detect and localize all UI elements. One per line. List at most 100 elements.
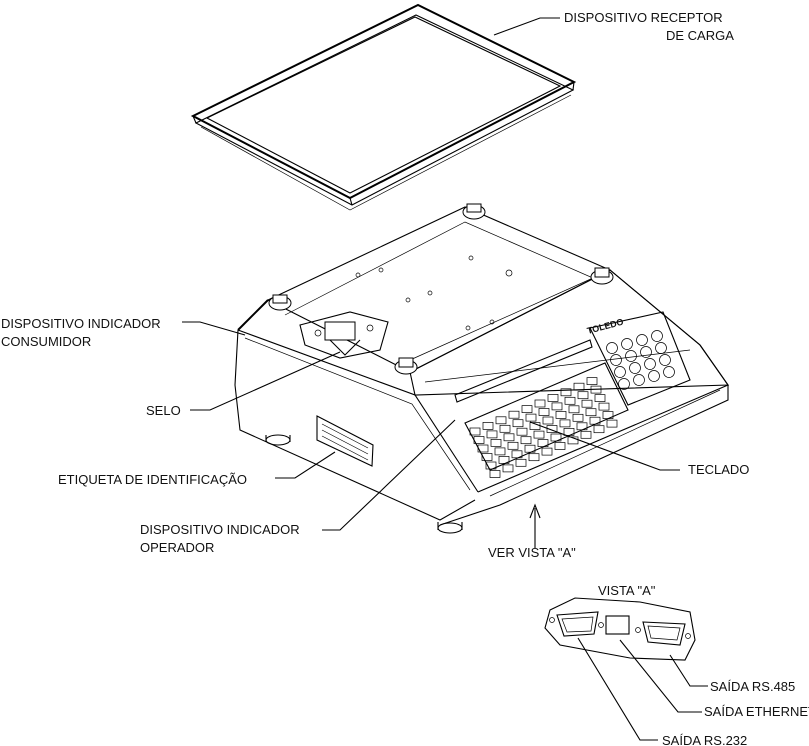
keyboard-key	[581, 399, 593, 408]
keyboard-key	[537, 439, 549, 447]
keypad-key	[648, 370, 660, 382]
keyboard-key	[477, 444, 489, 453]
keyboard-key	[494, 447, 506, 456]
keyboard-key	[521, 405, 533, 413]
keyboard-key	[516, 427, 528, 436]
keyboard-keys	[469, 377, 618, 478]
keyboard-key	[590, 385, 602, 394]
keyboard-key	[525, 413, 537, 422]
keyboard-key	[573, 382, 585, 391]
keyboard-key	[559, 419, 571, 428]
keyboard-key	[482, 422, 494, 430]
keyboard-key	[481, 453, 493, 461]
keypad-key	[633, 374, 645, 386]
label-ver-vista: VER VISTA "A"	[488, 545, 576, 560]
keyboard-key	[538, 408, 550, 416]
keyboard-key	[507, 441, 519, 450]
keyboard-key	[520, 436, 532, 445]
vista-a-panel	[544, 597, 696, 661]
keyboard-key	[564, 396, 576, 405]
keyboard-key	[489, 470, 501, 478]
label-vista-a: VISTA "A"	[598, 583, 656, 598]
front-panel: TOLEDO	[454, 311, 691, 478]
keyboard-key	[563, 428, 575, 436]
label-receptor-line1: DISPOSITIVO RECEPTOR	[564, 10, 723, 25]
label-operador-line2: OPERADOR	[140, 540, 214, 555]
keyboard-key	[554, 442, 566, 450]
keyboard-key	[490, 439, 502, 447]
keyboard-key	[534, 399, 546, 408]
keyboard-key	[498, 456, 510, 464]
keyboard-key	[560, 388, 572, 397]
keyboard-key	[524, 444, 536, 453]
keypad-key	[655, 342, 667, 354]
keyboard-key	[515, 458, 527, 467]
pan-supports	[268, 203, 614, 375]
seal-assembly	[299, 311, 389, 359]
keyboard-key	[593, 425, 605, 434]
keyboard-key	[473, 436, 485, 444]
keyboard-key	[503, 433, 515, 442]
keyboard-key	[528, 453, 540, 462]
keyboard-key	[567, 436, 579, 445]
label-consumidor-line2: CONSUMIDOR	[1, 334, 91, 349]
label-ethernet: SAÍDA ETHERNET	[704, 704, 809, 719]
keyboard-key	[547, 394, 559, 402]
keypad-key	[618, 378, 630, 390]
weigh-pan	[190, 3, 577, 211]
keyboard-key	[551, 402, 563, 411]
keyboard-key	[486, 430, 498, 439]
keyboard-key	[541, 447, 553, 456]
keyboard-key	[495, 416, 507, 425]
label-consumidor-line1: DISPOSITIVO INDICADOR	[1, 316, 161, 331]
keyboard-key	[511, 450, 523, 459]
keypad-key	[644, 358, 656, 370]
scale-body	[234, 206, 730, 534]
keypad-key	[610, 354, 622, 366]
keyboard-key	[586, 377, 598, 385]
keypad-key	[663, 366, 675, 378]
keyboard-key	[602, 411, 614, 419]
label-operador-line1: DISPOSITIVO INDICADOR	[140, 522, 300, 537]
keyboard-key	[594, 394, 606, 402]
keypad-key	[606, 342, 618, 354]
brand-logo: TOLEDO	[586, 317, 625, 336]
keypad-key	[651, 330, 663, 342]
keyboard-key	[508, 410, 520, 419]
keypad-key	[621, 338, 633, 350]
keypad-key	[629, 362, 641, 374]
label-etiqueta: ETIQUETA DE IDENTIFICAÇÃO	[58, 472, 247, 487]
keyboard-key	[485, 461, 497, 470]
keyboard-key	[502, 464, 514, 473]
identification-plate	[316, 415, 374, 467]
label-teclado: TECLADO	[688, 462, 749, 477]
keyboard-key	[546, 425, 558, 433]
keypad-key	[636, 334, 648, 346]
keyboard-key	[542, 416, 554, 425]
keypad-key	[614, 366, 626, 378]
numeric-keypad	[606, 330, 675, 390]
keyboard-key	[577, 391, 589, 400]
keyboard-key	[598, 402, 610, 411]
keypad-key	[640, 346, 652, 358]
keyboard-key	[589, 416, 601, 425]
callout-labels: DISPOSITIVO RECEPTOR DE CARGA DISPOSITIV…	[1, 10, 809, 746]
keyboard-key	[580, 430, 592, 439]
keyboard-key	[555, 411, 567, 419]
leader-lines	[182, 17, 708, 741]
keyboard-key	[568, 405, 580, 414]
keyboard-key	[512, 419, 524, 428]
keyboard-key	[533, 430, 545, 439]
keyboard-key	[606, 419, 618, 428]
keyboard-key	[499, 424, 511, 433]
label-rs232: SAÍDA RS.232	[662, 733, 747, 746]
keyboard-key	[572, 413, 584, 422]
keyboard-key	[550, 433, 562, 442]
keyboard-key	[576, 422, 588, 431]
label-receptor-line2: DE CARGA	[666, 28, 734, 43]
keypad-key	[659, 354, 671, 366]
keyboard-key	[469, 427, 481, 436]
label-selo: SELO	[146, 403, 181, 418]
keyboard-key	[585, 408, 597, 417]
